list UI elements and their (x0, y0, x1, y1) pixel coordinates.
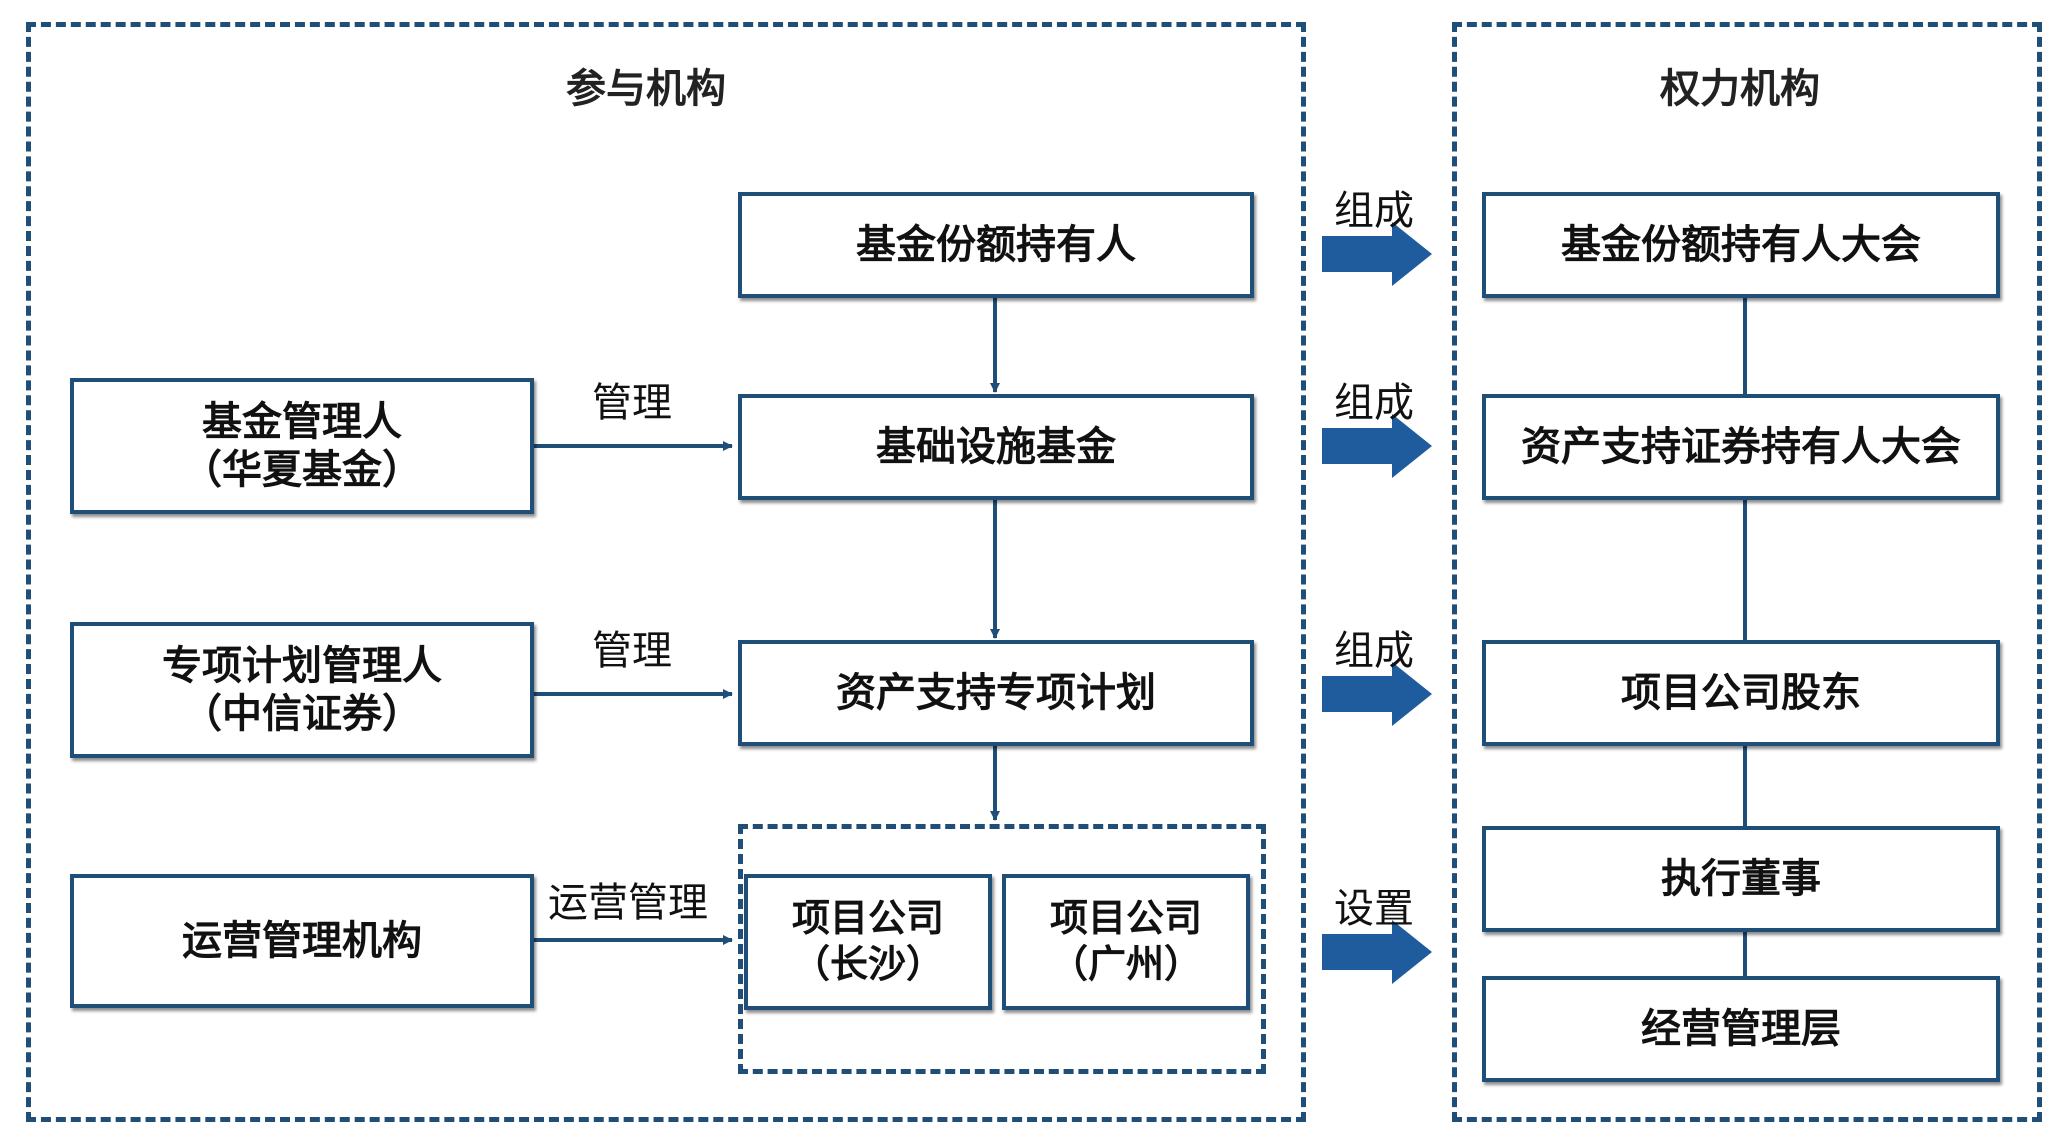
project-changsha-name: 项目公司 (791, 896, 944, 941)
compose-label-2: 组成 (1334, 380, 1414, 426)
abs-holders-meeting-box: 资产支持证券持有人大会 (1482, 394, 2000, 500)
fund-holders-box: 基金份额持有人 (738, 192, 1254, 298)
abs-holders-meeting-label: 资产支持证券持有人大会 (1521, 424, 1961, 470)
compose-label-1: 组成 (1334, 188, 1414, 234)
setup-label: 设置 (1334, 886, 1414, 932)
abs-plan-label: 资产支持专项计划 (836, 670, 1156, 716)
exec-director-box: 执行董事 (1482, 826, 2000, 932)
fund-holders-label: 基金份额持有人 (856, 222, 1136, 268)
plan-manager-org: （中信证券） (182, 691, 422, 737)
edge-label-manage-1: 管理 (592, 380, 672, 426)
fund-manager-org: （华夏基金） (182, 447, 422, 493)
project-guangzhou-city: （广州） (1049, 942, 1202, 986)
infra-fund-label: 基础设施基金 (876, 424, 1116, 470)
authority-title: 权力机构 (1660, 66, 1820, 112)
fund-manager-name: 基金管理人 (202, 399, 402, 445)
ops-manager-box: 运营管理机构 (70, 874, 534, 1008)
project-companies-group (738, 824, 1266, 1074)
plan-manager-box: 专项计划管理人 （中信证券） (70, 622, 534, 758)
block-arrows (1322, 222, 1432, 984)
plan-manager-name: 专项计划管理人 (162, 643, 442, 689)
holders-meeting-box: 基金份额持有人大会 (1482, 192, 2000, 298)
abs-plan-box: 资产支持专项计划 (738, 640, 1254, 746)
exec-director-label: 执行董事 (1661, 856, 1821, 902)
compose-label-3: 组成 (1334, 628, 1414, 674)
shareholder-box: 项目公司股东 (1482, 640, 2000, 746)
project-guangzhou-name: 项目公司 (1049, 896, 1202, 941)
authority-group (1452, 22, 2042, 1122)
participants-title: 参与机构 (566, 66, 726, 112)
ops-manager-label: 运营管理机构 (182, 918, 422, 964)
edge-label-manage-2: 管理 (592, 628, 672, 674)
fund-manager-box: 基金管理人 （华夏基金） (70, 378, 534, 514)
infra-fund-box: 基础设施基金 (738, 394, 1254, 500)
management-box: 经营管理层 (1482, 976, 2000, 1082)
project-changsha-city: （长沙） (791, 942, 944, 986)
edge-label-ops-manage: 运营管理 (548, 880, 708, 926)
participants-group (26, 22, 1306, 1122)
project-changsha-box: 项目公司 （长沙） (744, 874, 992, 1010)
shareholder-label: 项目公司股东 (1621, 670, 1861, 716)
management-label: 经营管理层 (1641, 1006, 1841, 1052)
project-guangzhou-box: 项目公司 （广州） (1002, 874, 1250, 1010)
holders-meeting-label: 基金份额持有人大会 (1561, 222, 1921, 268)
